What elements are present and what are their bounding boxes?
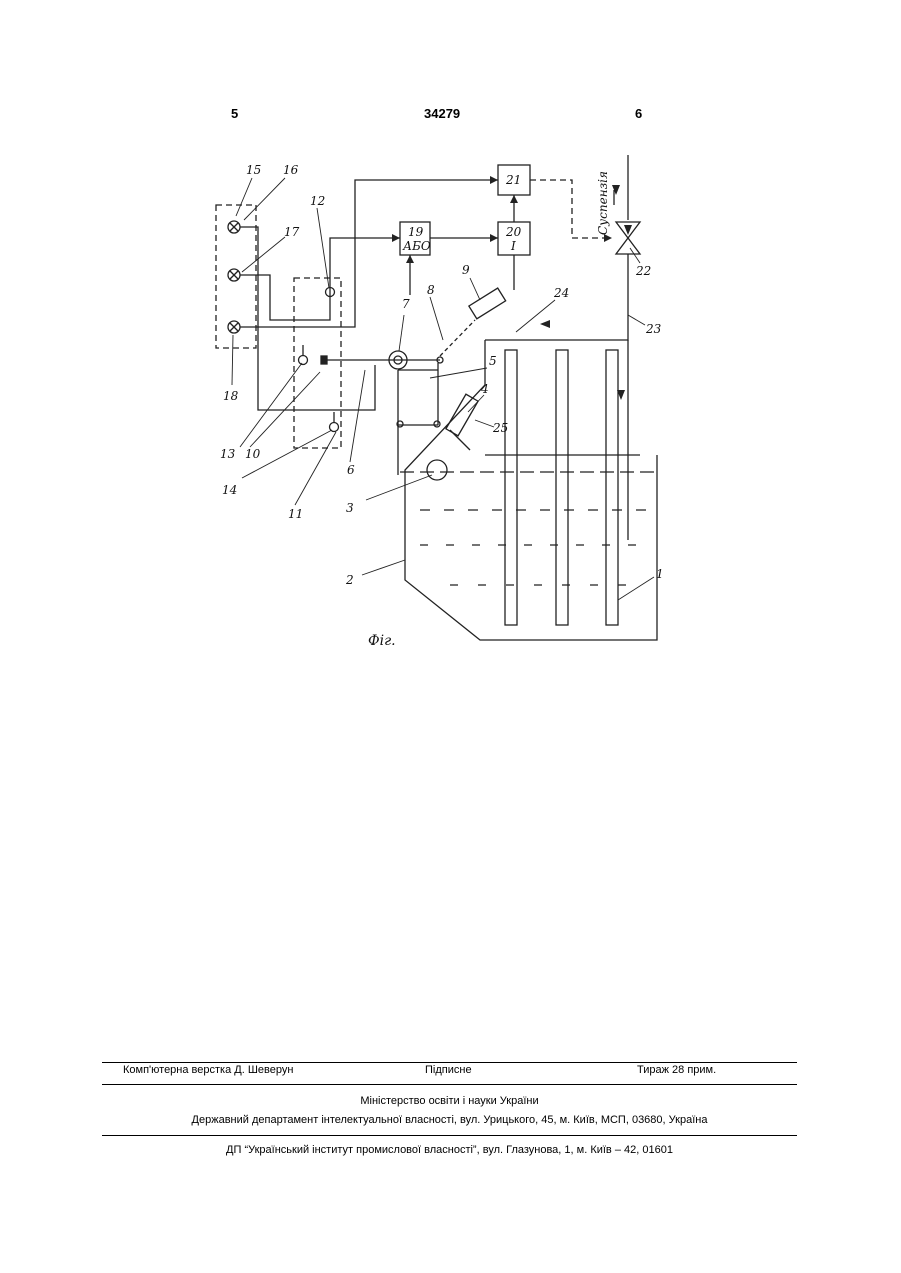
callout-15: 15 [246, 163, 261, 177]
callout-11: 11 [288, 507, 303, 521]
patent-figure: Суспензія 19 АБО 20 І 21 15 16 17 12 18 … [0, 0, 901, 700]
callout-16: 16 [283, 163, 299, 177]
sensor-9 [469, 288, 506, 319]
callout-4: 4 [480, 382, 489, 396]
footer-rule-bottom [102, 1135, 797, 1136]
callout-8: 8 [427, 283, 435, 297]
callout-14: 14 [222, 483, 237, 497]
sensor-13 [299, 356, 308, 365]
block-21-label: 21 [505, 173, 521, 187]
block-20-num: 20 [505, 225, 522, 239]
footer-rule-top [102, 1062, 797, 1063]
callout-13: 13 [220, 447, 236, 461]
callout-24: 24 [553, 286, 569, 300]
block-19-label: АБО [402, 239, 431, 253]
block-19-num: 19 [408, 225, 424, 239]
callout-7: 7 [402, 297, 410, 311]
ministry-line: Міністерство освіти і науки України [102, 1095, 797, 1107]
callout-6: 6 [347, 463, 355, 477]
callout-10: 10 [245, 447, 261, 461]
callout-25: 25 [492, 421, 508, 435]
signed-label: Підписне [425, 1064, 472, 1076]
callout-12: 12 [310, 194, 325, 208]
callout-17: 17 [284, 225, 300, 239]
typesetting-credit: Комп'ютерна верстка Д. Шеверун [123, 1064, 293, 1076]
institute-line: ДП “Український інститут промислової вла… [102, 1144, 797, 1156]
callout-5: 5 [489, 354, 497, 368]
suspension-label: Суспензія [596, 171, 610, 235]
circulation-label: Тираж 28 прим. [637, 1064, 716, 1076]
lamp-16 [228, 221, 240, 233]
float-ball [427, 460, 447, 480]
callout-18: 18 [223, 389, 239, 403]
callout-22: 22 [635, 264, 651, 278]
callout-9: 9 [462, 263, 470, 277]
callout-2: 2 [345, 573, 354, 587]
nozzle-25 [446, 394, 478, 436]
callout-23: 23 [645, 322, 662, 336]
figure-caption: Фіг. [368, 633, 396, 649]
callout-3: 3 [346, 501, 354, 515]
department-line: Державний департамент інтелектуальної вл… [102, 1114, 797, 1126]
lamp-18 [228, 321, 240, 333]
footer-rule-middle [102, 1084, 797, 1085]
block-20-label: І [510, 239, 516, 253]
callout-1: 1 [656, 567, 664, 581]
lamp-17 [228, 269, 240, 281]
